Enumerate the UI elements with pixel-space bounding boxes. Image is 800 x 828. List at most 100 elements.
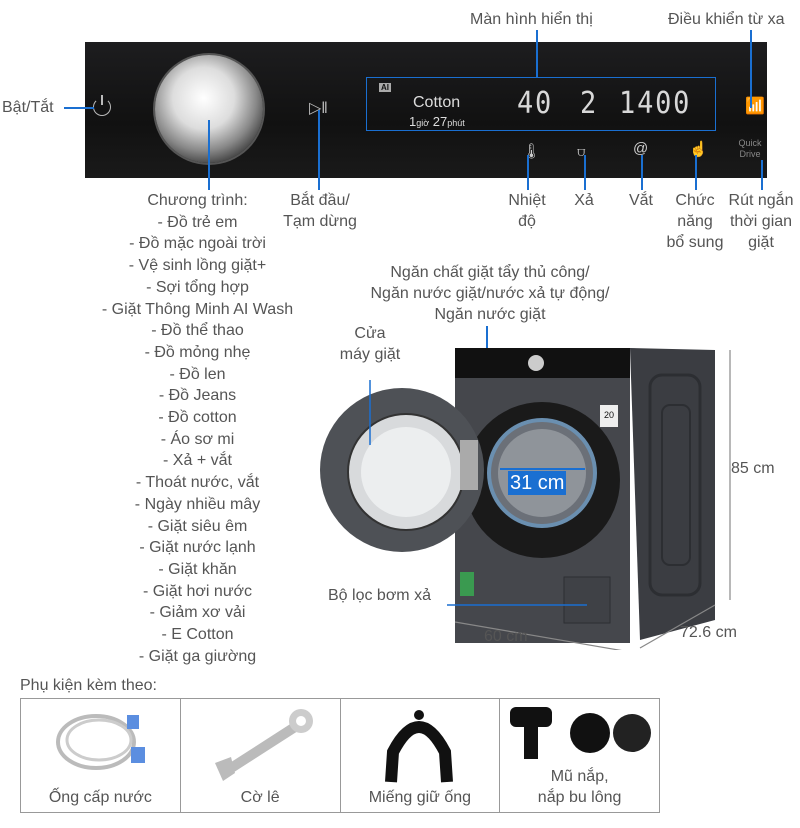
quick-drive-label[interactable]: Quick Drive (738, 138, 762, 159)
spin-callout-line (641, 155, 643, 190)
bolt-caps-icon (510, 707, 652, 759)
temperature-callout: Nhiệt độ (497, 190, 557, 232)
program-item: - Áo sơ mi (160, 430, 235, 448)
display-callout: Màn hình hiển thị (470, 11, 593, 28)
program-list-title: Chương trình: (147, 192, 248, 209)
water-hose-icon (56, 714, 145, 770)
program-item: - Giặt nước lạnh (139, 539, 256, 557)
power-callout-line (64, 107, 94, 109)
program-item: - Đồ mỏng nhẹ (144, 343, 251, 361)
quick-line3: giặt (748, 234, 774, 251)
width-arrow (454, 621, 622, 650)
rinse-basin-icon[interactable]: ⩌ (577, 144, 586, 159)
quick-line2: thời gian (729, 213, 793, 230)
quick-drive-callout: Rút ngắn thời gian giặt (722, 190, 800, 253)
detergent-line1: Ngăn chất giặt tẩy thủ công/ (390, 264, 590, 281)
program-list: Chương trình: - Đồ trẻ em - Đồ mặc ngoài … (60, 190, 335, 667)
depth-dimension: 72.6 cm (680, 624, 737, 641)
accessory-label: Cờ lê (240, 789, 280, 806)
program-item: - Đồ cotton (158, 409, 237, 427)
program-item: - Giặt khăn (158, 560, 237, 578)
program-item: - Giảm xơ vải (149, 604, 246, 622)
filter-cover (563, 576, 611, 624)
accessory-label: Mũ nắp, nắp bu lông (537, 768, 622, 806)
rinse-callout-line (584, 155, 586, 190)
start-callout-line (318, 110, 320, 190)
extra-line2: năng (677, 213, 713, 230)
time-hours: 1 (409, 114, 417, 129)
extra-line3: bổ sung (666, 234, 724, 251)
height-dimension: 85 cm (731, 460, 775, 477)
temperature-line2: độ (518, 213, 536, 230)
program-item: - Xả + vắt (163, 452, 232, 470)
accessory-bolt-caps: Mũ nắp, nắp bu lông (500, 699, 659, 812)
program-item: - Thoát nước, vắt (135, 474, 260, 492)
remote-callout-line (750, 30, 752, 108)
remote-control-icon: 📶 (745, 98, 765, 115)
filter-callout: Bộ lọc bơm xả (328, 587, 431, 604)
temperature-readout: 40 (517, 86, 554, 121)
program-item: - Đồ thể thao (151, 322, 244, 340)
remote-callout: Điều khiển từ xa (668, 11, 785, 28)
energy-label (600, 405, 618, 427)
thermometer-icon[interactable]: 🌡 (522, 143, 542, 160)
extra-function-callout: Chức năng bổ sung (655, 190, 735, 253)
program-item: - Sợi tổng hợp (146, 278, 249, 296)
program-item: - Giặt hơi nước (142, 582, 253, 600)
wrench-icon (214, 709, 313, 781)
start-pause-line1: Bắt đầu/ (290, 192, 350, 209)
door-callout: Cửa máy giặt (330, 323, 410, 365)
extra-callout-line (695, 155, 697, 190)
quick-line1: Rút ngắn (728, 192, 794, 209)
accessory-hose-holder: Miếng giữ ống (341, 699, 501, 812)
accessories-table: Ống cấp nước Cờ lê Miếng giữ ống Mũ nắp,… (20, 698, 660, 813)
power-callout: Bật/Tắt (2, 99, 54, 116)
accessory-label: Ống cấp nước (48, 789, 152, 806)
accessory-water-hose: Ống cấp nước (21, 699, 181, 812)
display-callout-line (536, 30, 538, 77)
program-item: - Vệ sinh lồng giặt+ (128, 257, 267, 275)
drum-diameter-label: 31 cm (508, 471, 567, 495)
control-panel: ▷‖ 📶 Quick Drive 🌡 ⩌ @ ☝ (85, 42, 767, 178)
depth-arrow (639, 604, 716, 649)
time-minutes: 27 (432, 114, 448, 129)
extra-line1: Chức (675, 192, 715, 209)
side-panel-emboss (648, 373, 702, 597)
program-item: - Đồ len (169, 365, 226, 383)
program-item: - Đồ mặc ngoài trời (129, 235, 266, 253)
program-item: - Giặt ga giường (138, 647, 257, 665)
energy-label-number: 20 (604, 410, 614, 420)
program-item: - Đồ trẻ em (157, 213, 238, 231)
program-item: - Giặt Thông Minh AI Wash (101, 300, 294, 318)
power-icon-stem (101, 95, 103, 105)
door-line2: máy giặt (339, 346, 401, 363)
door-line1: Cửa (354, 325, 386, 342)
knob-callout-line (208, 120, 210, 190)
width-dimension: 60 cm (484, 628, 528, 645)
spin-readout: 1400 (619, 86, 692, 121)
hose-holder-icon (384, 710, 453, 783)
display-screen: AI Cotton 1giờ 27phút 40 2 1400 (366, 77, 716, 131)
door-hinge (460, 440, 478, 490)
program-name: Cotton (413, 94, 461, 111)
accessories-title: Phụ kiện kèm theo: (20, 677, 157, 694)
energy-sticker (460, 572, 474, 596)
spin-spiral-icon[interactable]: @ (633, 140, 649, 157)
remaining-time: 1giờ 27phút (409, 114, 465, 129)
rinse-callout: Xả (574, 192, 594, 209)
rinse-readout: 2 (580, 86, 599, 121)
detergent-callout: Ngăn chất giặt tẩy thủ công/ Ngăn nước g… (350, 262, 630, 325)
time-minutes-unit: phút (447, 118, 465, 128)
start-pause-line2: Tạm dừng (283, 213, 357, 230)
program-item: - Giặt siêu êm (147, 517, 248, 535)
accessory-label: Miếng giữ ống (368, 789, 472, 806)
temp-callout-line (527, 155, 529, 190)
quick-callout-line (761, 160, 763, 190)
machine-knob (528, 355, 544, 371)
spin-callout: Vắt (628, 192, 653, 209)
extra-function-hand-icon[interactable]: ☝ (689, 141, 708, 158)
ai-badge: AI (379, 83, 391, 92)
temperature-line1: Nhiệt (508, 192, 546, 209)
start-pause-icon[interactable]: ▷‖ (309, 100, 328, 117)
washing-machine-illustration: 20 (320, 348, 731, 650)
